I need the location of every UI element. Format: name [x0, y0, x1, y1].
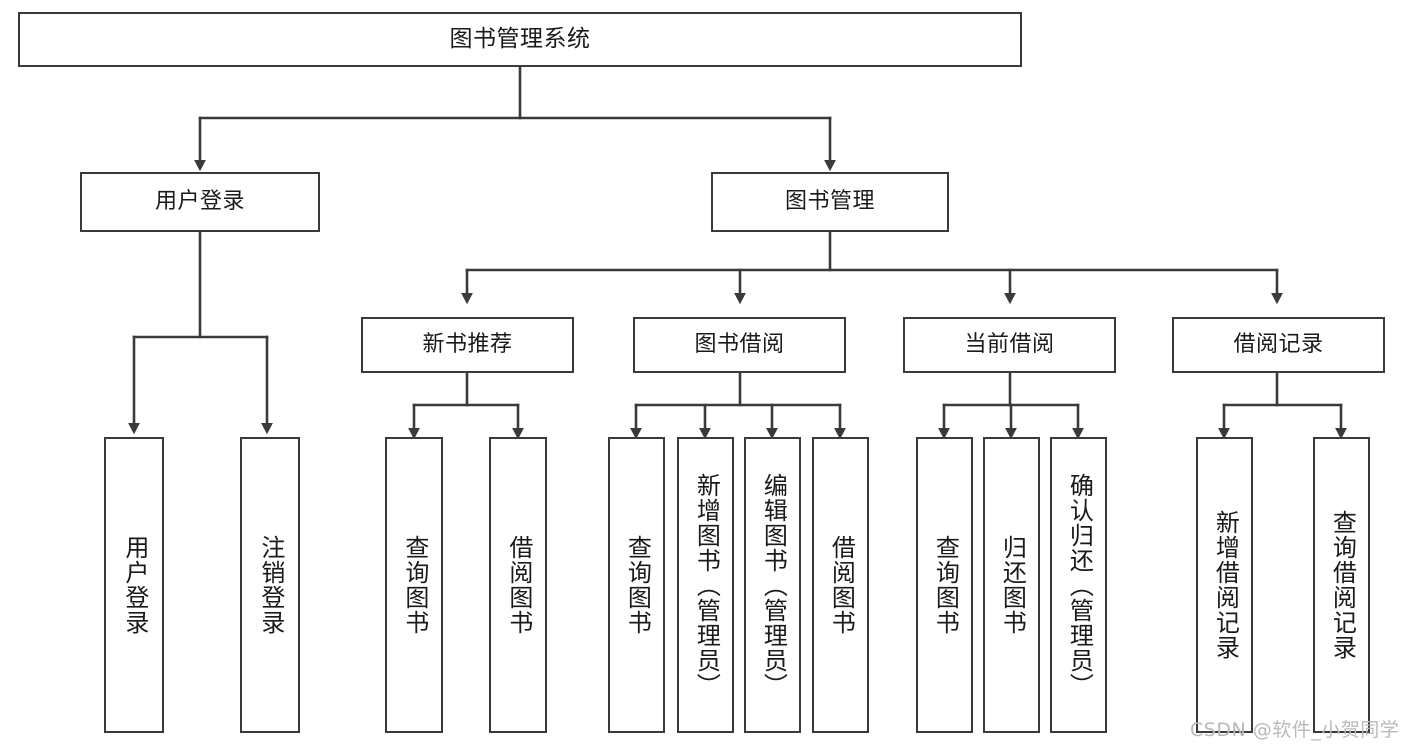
leaf-new-book-query[interactable]: 查询图书	[385, 437, 443, 733]
node-label: 编辑图书（管理员）	[759, 472, 788, 698]
leaf-user-login[interactable]: 用户登录	[104, 437, 164, 733]
node-book-borrow[interactable]: 图书借阅	[633, 317, 846, 373]
node-label: 借阅记录	[1233, 332, 1324, 358]
node-label: 当前借阅	[964, 332, 1055, 358]
leaf-borrow-borrow-book[interactable]: 借阅图书	[812, 437, 869, 733]
node-label: 用户登录	[154, 189, 245, 215]
node-label: 注销登录	[256, 535, 285, 635]
node-label: 查询借阅记录	[1328, 510, 1357, 660]
node-label: 图书借阅	[694, 332, 785, 358]
node-label: 图书管理	[784, 189, 875, 215]
node-borrow-record[interactable]: 借阅记录	[1172, 317, 1385, 373]
node-user-login[interactable]: 用户登录	[80, 172, 320, 232]
leaf-current-query-book[interactable]: 查询图书	[916, 437, 973, 733]
node-label: 新增借阅记录	[1211, 510, 1240, 660]
leaf-current-confirm-return[interactable]: 确认归还（管理员）	[1050, 437, 1107, 733]
leaf-borrow-edit-book[interactable]: 编辑图书（管理员）	[744, 437, 801, 733]
leaf-new-book-borrow[interactable]: 借阅图书	[489, 437, 547, 733]
node-label: 新书推荐	[422, 332, 513, 358]
node-label: 图书管理系统	[449, 26, 591, 53]
node-new-book-recommend[interactable]: 新书推荐	[361, 317, 574, 373]
node-label: 查询图书	[623, 535, 652, 635]
leaf-borrow-add-book[interactable]: 新增图书（管理员）	[677, 437, 734, 733]
leaf-record-add[interactable]: 新增借阅记录	[1196, 437, 1253, 733]
csdn-watermark: CSDN @软件_小贺同学	[1190, 719, 1400, 741]
node-label: 归还图书	[998, 535, 1027, 635]
node-label: 确认归还（管理员）	[1065, 472, 1094, 698]
node-label: 用户登录	[120, 535, 149, 635]
node-label: 新增图书（管理员）	[692, 472, 721, 698]
node-label: 借阅图书	[827, 535, 856, 635]
leaf-current-return-book[interactable]: 归还图书	[983, 437, 1040, 733]
leaf-borrow-query-book[interactable]: 查询图书	[608, 437, 665, 733]
node-label: 借阅图书	[504, 535, 533, 635]
leaf-logout[interactable]: 注销登录	[240, 437, 300, 733]
node-current-borrow[interactable]: 当前借阅	[903, 317, 1116, 373]
node-label: 查询图书	[931, 535, 960, 635]
node-root[interactable]: 图书管理系统	[18, 12, 1022, 67]
node-book-management[interactable]: 图书管理	[711, 172, 949, 232]
node-label: 查询图书	[400, 535, 429, 635]
leaf-record-query[interactable]: 查询借阅记录	[1313, 437, 1370, 733]
